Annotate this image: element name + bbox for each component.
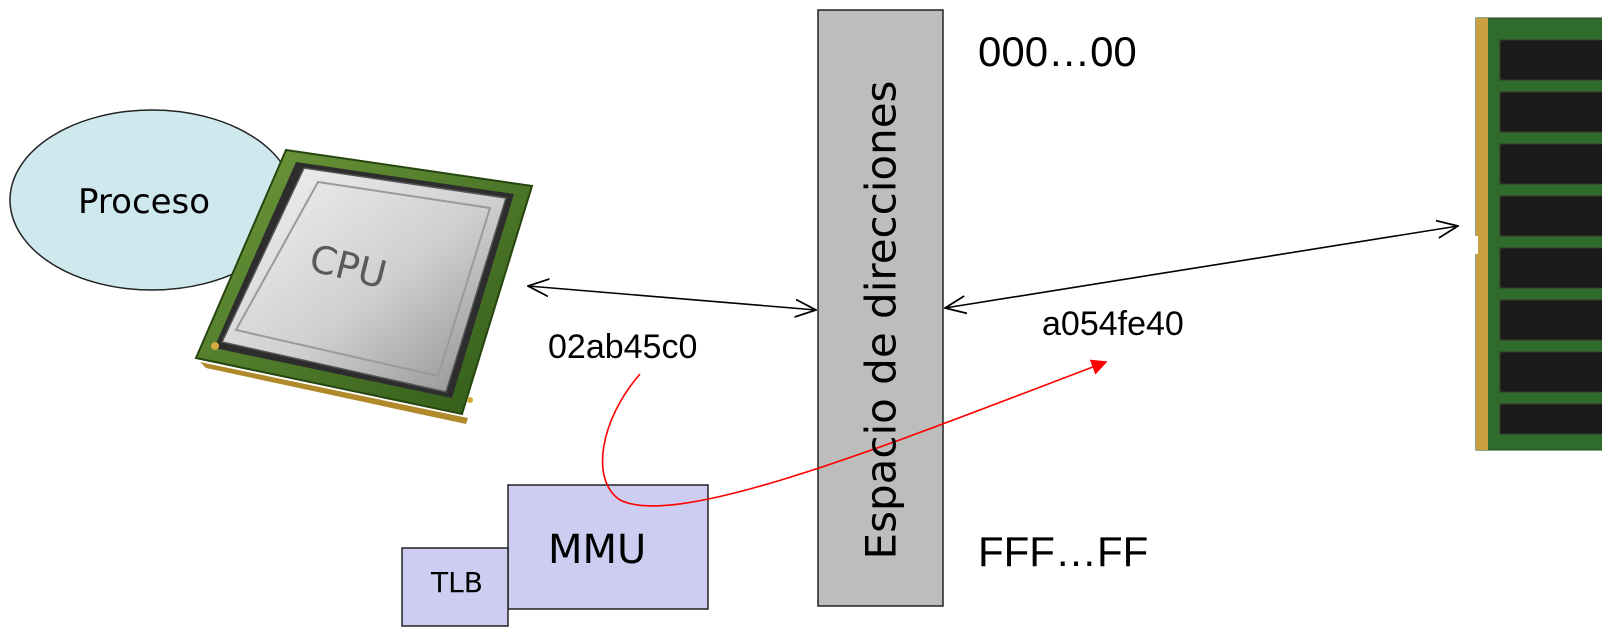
- address-space-top-address: 000…00: [978, 28, 1137, 75]
- cpu-chip-icon: [194, 148, 534, 424]
- mmu-label: MMU: [548, 527, 647, 573]
- process-label: Proceso: [78, 182, 211, 222]
- address-space-bottom-address: FFF…FF: [978, 528, 1149, 575]
- translation-arrow: [601, 359, 1108, 507]
- cpu-address-space-arrow: [528, 286, 816, 310]
- ram-module-icon: [1468, 17, 1602, 451]
- address-space-ram-arrow: [945, 226, 1458, 308]
- tlb-label: TLB: [431, 566, 483, 599]
- mmu-box: [507, 484, 709, 610]
- tlb-box: [401, 547, 509, 627]
- virtual-address: 02ab45c0: [548, 328, 698, 366]
- physical-address: a054fe40: [1042, 305, 1184, 343]
- address-space-label: Espacio de direcciones: [856, 80, 906, 560]
